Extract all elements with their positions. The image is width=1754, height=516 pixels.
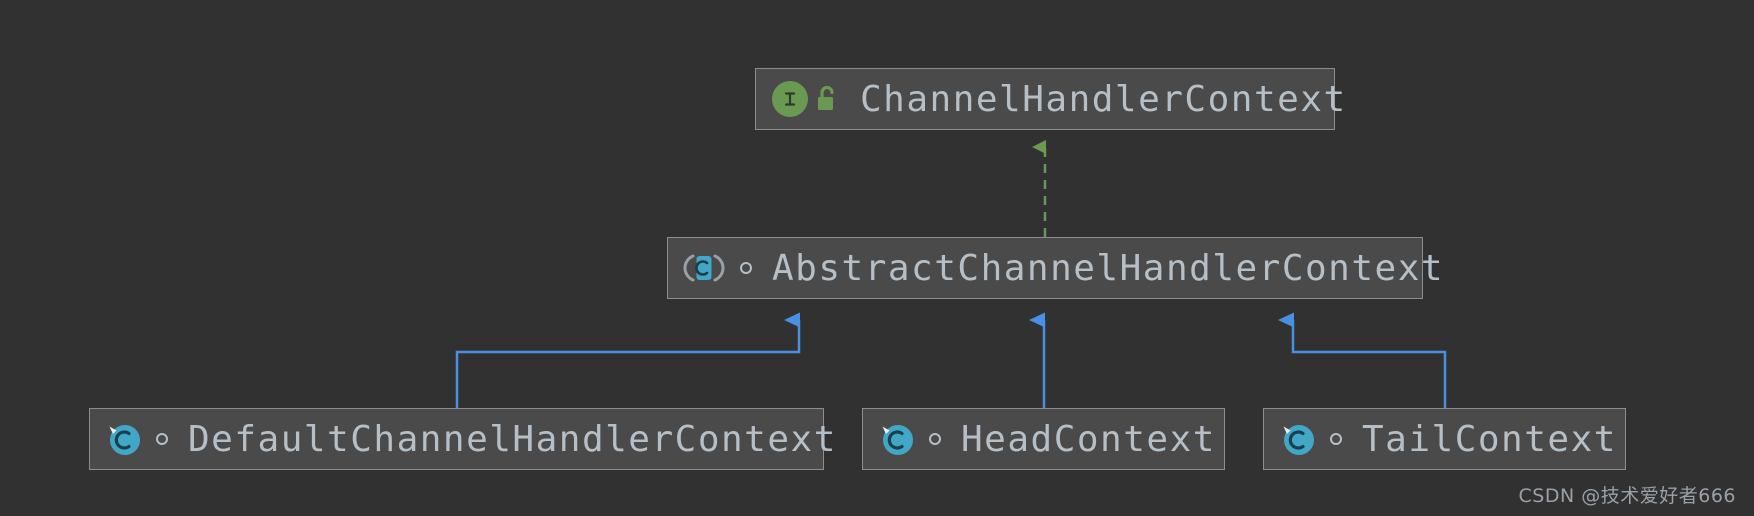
node-label: HeadContext <box>961 418 1216 460</box>
node-label: AbstractChannelHandlerContext <box>772 247 1445 289</box>
class-icon <box>106 421 142 457</box>
edge-default-extends <box>455 312 801 408</box>
watermark: CSDN @技术爱好者666 <box>1518 485 1736 507</box>
node-label: TailContext <box>1362 418 1617 460</box>
class-icon <box>1280 421 1316 457</box>
node-tail-context[interactable]: TailContext <box>1263 408 1626 470</box>
class-icon <box>879 421 915 457</box>
unlock-icon <box>814 84 840 114</box>
package-private-dot-icon <box>929 433 941 445</box>
node-channel-handler-context[interactable]: ChannelHandlerContext <box>755 68 1345 130</box>
node-label: ChannelHandlerContext <box>860 78 1347 120</box>
node-default-channel-handler-context[interactable]: DefaultChannelHandlerContext <box>89 408 835 470</box>
package-private-dot-icon <box>740 262 752 274</box>
node-label: DefaultChannelHandlerContext <box>188 418 837 460</box>
interface-icon <box>772 81 808 117</box>
node-abstract-channel-handler-context[interactable]: AbstractChannelHandlerContext <box>667 237 1443 299</box>
edge-tail-extends <box>1278 312 1447 408</box>
node-head-context[interactable]: HeadContext <box>862 408 1225 470</box>
package-private-dot-icon <box>1330 433 1342 445</box>
package-private-dot-icon <box>156 433 168 445</box>
abstract-class-icon <box>682 249 726 287</box>
